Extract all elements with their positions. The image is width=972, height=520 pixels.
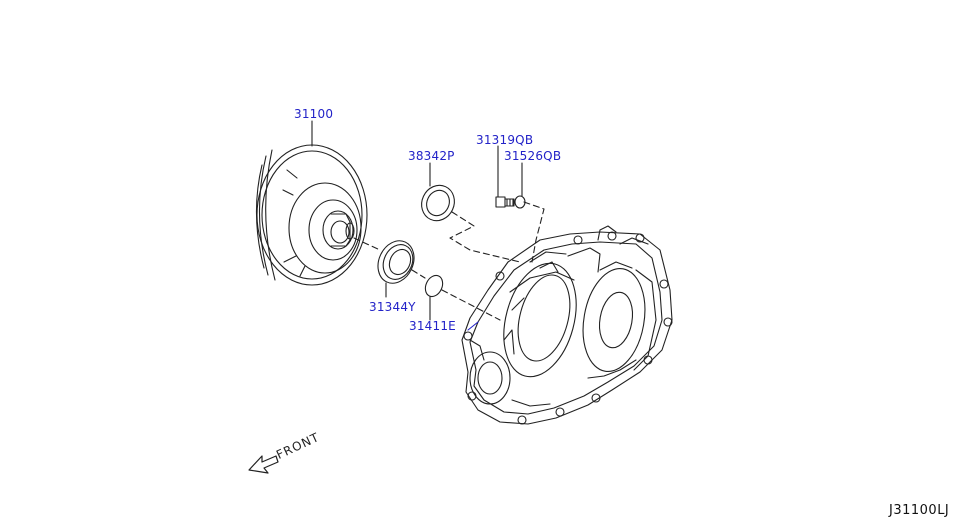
diagram-code: J31100LJ [889, 503, 950, 518]
part-number-31344y[interactable]: 31344Y [369, 300, 416, 314]
part-number-31319qb[interactable]: 31319QB [476, 133, 534, 147]
dashed-alignment-lines [353, 201, 545, 321]
leader-lines [311, 120, 523, 321]
seal-ring-drawing [421, 184, 455, 222]
o-ring-position-marker [467, 321, 479, 331]
part-number-31526qb[interactable]: 31526QB [504, 149, 562, 163]
part-number-31411e[interactable]: 31411E [409, 319, 456, 333]
part-number-31100[interactable]: 31100 [294, 107, 334, 121]
part-number-38342p[interactable]: 38342P [408, 149, 455, 163]
front-arrow-icon [248, 455, 279, 474]
oil-seal-drawing [377, 240, 415, 284]
bolt-drawing [495, 196, 515, 208]
o-ring-drawing [424, 274, 444, 298]
torque-converter-drawing [255, 144, 368, 286]
transmission-case-drawing [461, 225, 673, 425]
